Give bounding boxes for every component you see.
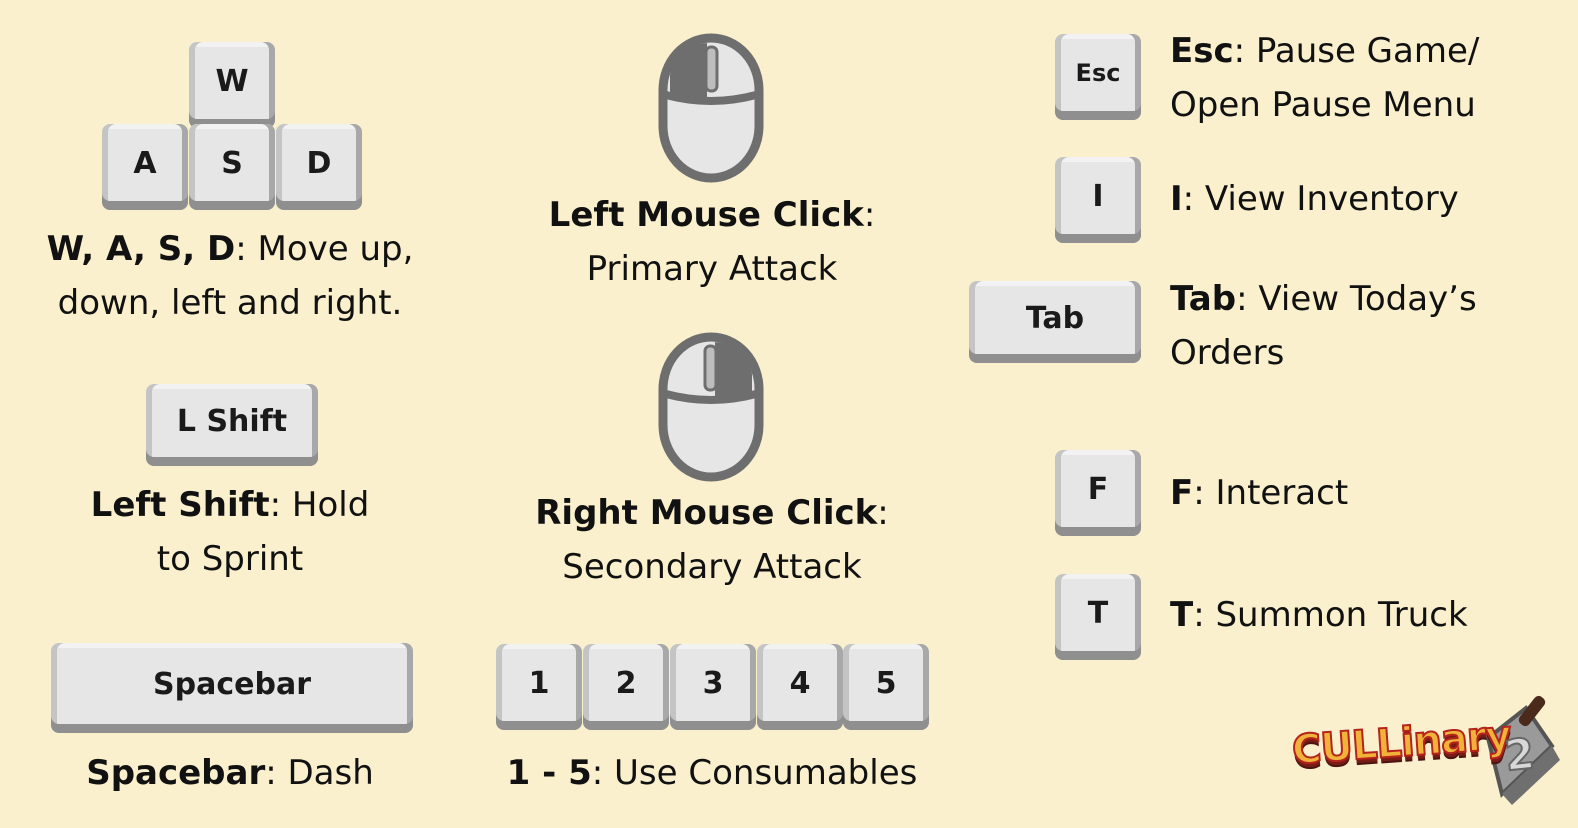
key-i: I [1055,157,1141,243]
number-keys-caption-bold: 1 - 5 [506,753,592,793]
key-2: 2 [583,644,669,730]
key-5: 5 [843,644,929,730]
logo-number: 2 [1502,728,1538,782]
cullinary-logo: CULLinary 2 [1290,690,1565,815]
spacebar-caption-rest: : Dash [265,753,374,793]
right-mouse-caption-line2: Secondary Attack [562,547,862,587]
key-esc: Esc [1055,34,1141,120]
shift-caption-line1: : Hold [269,485,370,525]
left-mouse-caption-bold: Left Mouse Click [548,195,864,235]
key-tab: Tab [969,281,1141,363]
interact-caption-bold: F [1170,473,1194,513]
number-keys-caption-rest: : Use Consumables [591,753,918,793]
right-mouse-caption-bold: Right Mouse Click [535,493,878,533]
key-s: S [189,124,275,210]
interact-caption: F: Interact [1170,466,1570,520]
key-w: W [189,42,275,128]
truck-caption-rest: : Summon Truck [1193,595,1468,635]
inventory-caption-rest: : View Inventory [1182,179,1459,219]
left-mouse-caption: Left Mouse Click: Primary Attack [512,188,912,296]
key-spacebar: Spacebar [51,643,413,733]
tab-caption-bold: Tab [1170,279,1237,319]
spacebar-caption-bold: Spacebar [86,753,266,793]
tab-caption: Tab: View Today’s Orders [1170,272,1570,380]
spacebar-caption: Spacebar: Dash [30,746,430,800]
key-t: T [1055,574,1141,660]
wasd-caption-bold: W, A, S, D [46,229,236,269]
shift-caption-bold: Left Shift [90,485,270,525]
tab-caption-line1: : View Today’s [1236,279,1477,319]
wasd-caption-line1: : Move up, [235,229,414,269]
wasd-caption: W, A, S, D: Move up, down, left and righ… [30,222,430,330]
esc-caption-line2: Open Pause Menu [1170,85,1476,125]
inventory-caption: I: View Inventory [1170,172,1570,226]
key-a: A [102,124,188,210]
esc-caption: Esc: Pause Game/ Open Pause Menu [1170,24,1570,132]
truck-caption: T: Summon Truck [1170,588,1570,642]
shift-caption-line2: to Sprint [156,539,304,579]
truck-caption-bold: T [1170,595,1194,635]
left-mouse-caption-line2: Primary Attack [586,249,838,289]
tab-caption-line2: Orders [1170,333,1285,373]
key-d: D [276,124,362,210]
right-mouse-caption: Right Mouse Click: Secondary Attack [512,486,912,594]
left-mouse-caption-colon: : [863,195,876,235]
key-3: 3 [670,644,756,730]
key-1: 1 [496,644,582,730]
right-mouse-caption-colon: : [877,493,889,533]
interact-caption-rest: : Interact [1193,473,1349,513]
number-keys-caption: 1 - 5: Use Consumables [462,746,962,800]
key-left-shift: L Shift [146,384,318,466]
key-4: 4 [757,644,843,730]
right-mouse-icon [658,332,764,482]
cleaver-icon [1485,695,1560,805]
shift-caption: Left Shift: Hold to Sprint [30,478,430,586]
esc-caption-bold: Esc [1170,31,1234,71]
left-mouse-icon [658,33,764,183]
key-f: F [1055,450,1141,536]
wasd-caption-line2: down, left and right. [57,283,403,323]
esc-caption-line1: : Pause Game/ [1233,31,1480,71]
inventory-caption-bold: I [1170,179,1183,219]
